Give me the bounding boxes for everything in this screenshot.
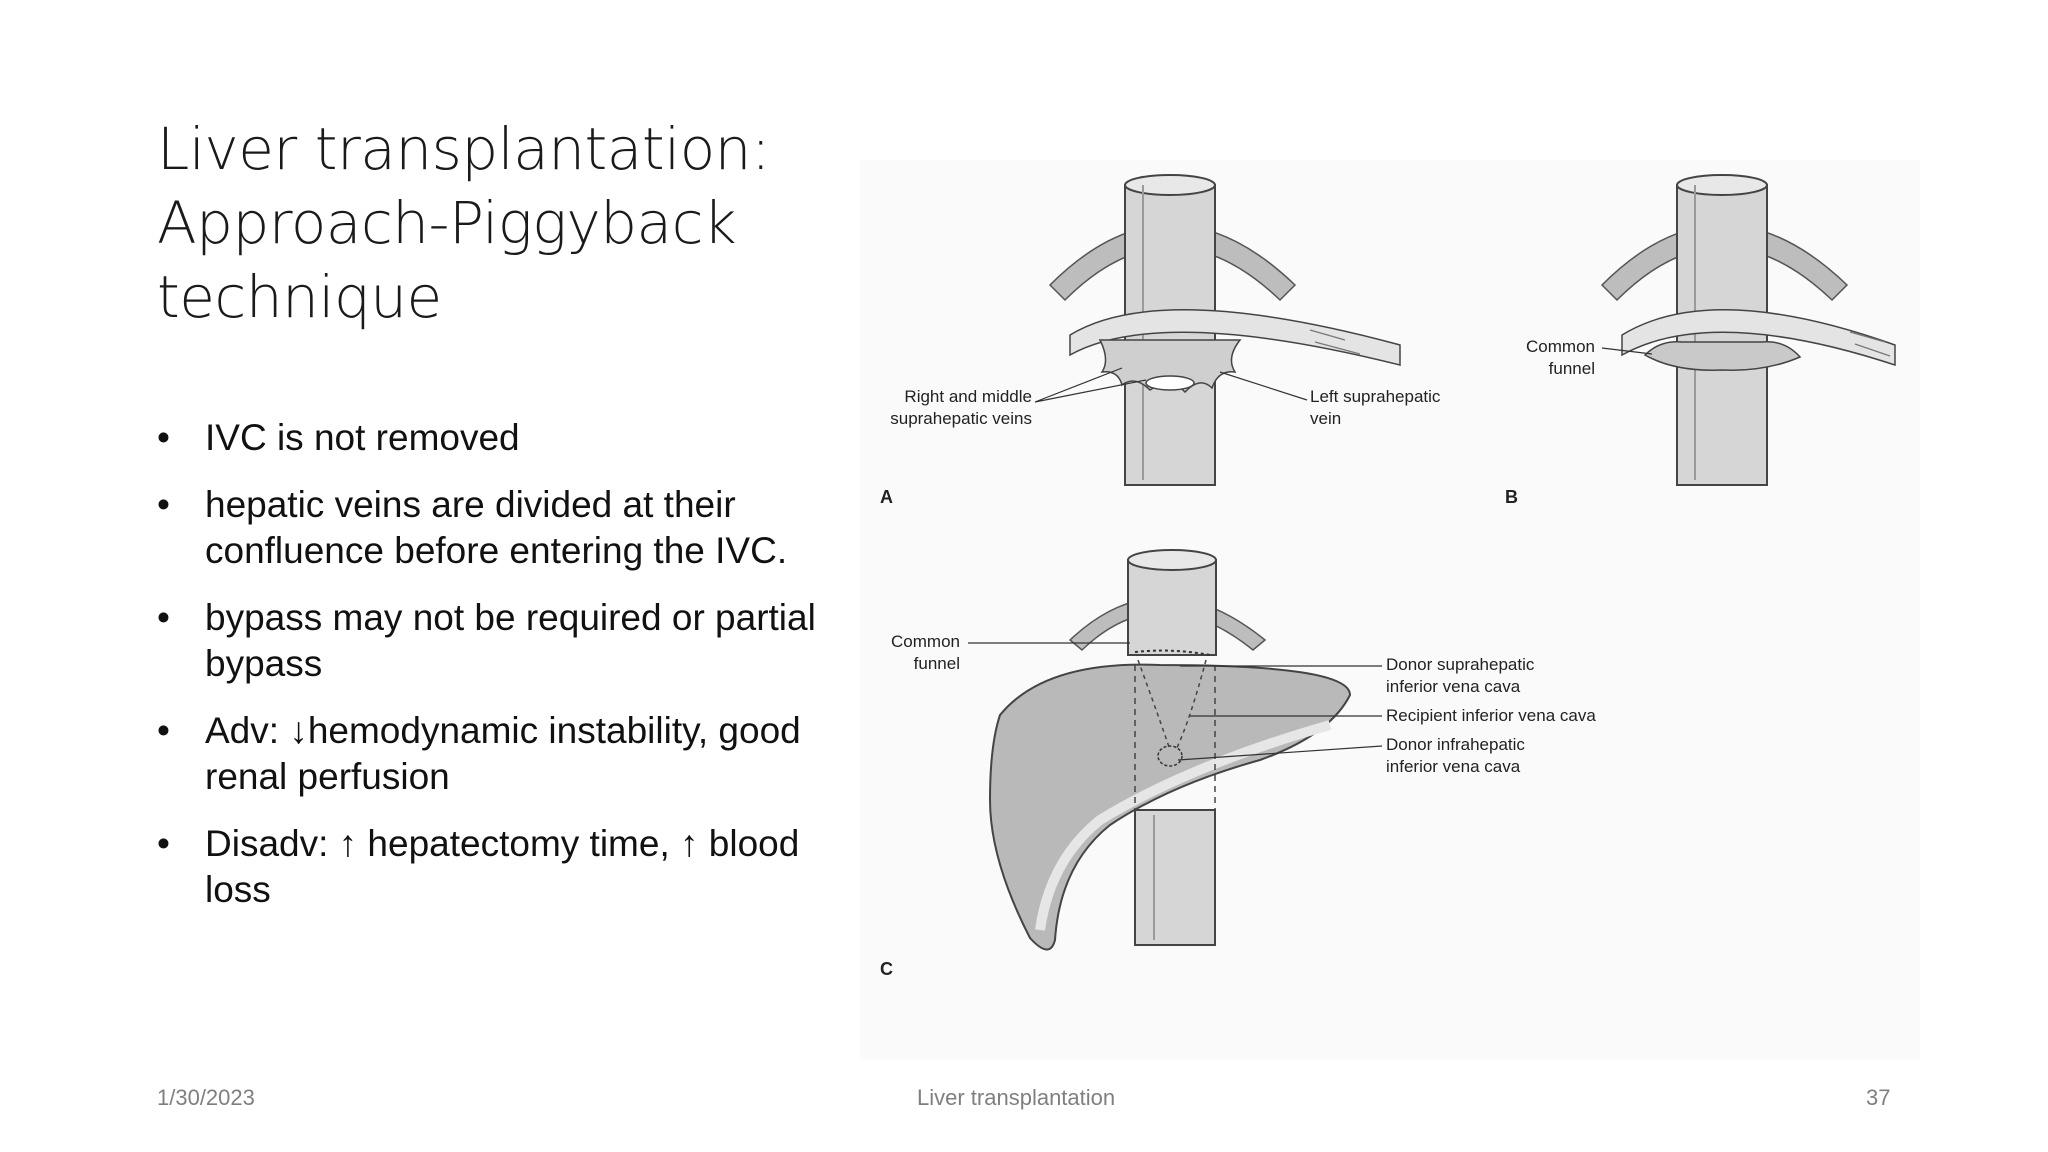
label-recipient-ivc: Recipient inferior vena cava (1386, 706, 1596, 725)
bullet-marker: • (157, 484, 170, 525)
label-donor-infrahepatic-ivc-1: Donor infrahepatic (1386, 735, 1525, 754)
label-common-funnel-c-1: Common (891, 632, 960, 651)
bullet-item: • hepatic veins are divided at their conf… (157, 482, 817, 574)
bullet-item: • Adv: ↓hemodynamic instability, good ren… (157, 708, 817, 800)
label-common-funnel-c-2: funnel (914, 654, 960, 673)
panel-b-letter: B (1505, 487, 1518, 507)
panel-b-drawing (1600, 174, 1896, 486)
label-common-funnel-b-2: funnel (1549, 359, 1595, 378)
bullet-text: hepatic veins are divided at their confl… (205, 484, 788, 571)
bullet-text: bypass may not be required or partial by… (205, 597, 816, 684)
label-left-suprahepatic-2: vein (1310, 409, 1341, 428)
title-line: technique (157, 263, 442, 331)
piggyback-illustration: Right and middle suprahepatic veins Left… (860, 160, 1920, 1060)
panel-c-letter: C (880, 959, 893, 979)
panel-a-drawing (1034, 174, 1401, 486)
label-left-suprahepatic-1: Left suprahepatic (1310, 387, 1441, 406)
bullet-text: IVC is not removed (205, 417, 520, 458)
title-line: Approach-Piggyback (157, 189, 737, 257)
footer-title: Liver transplantation (917, 1085, 1116, 1110)
bullet-item: • bypass may not be required or partial b… (157, 595, 817, 687)
label-common-funnel-b-1: Common (1526, 337, 1595, 356)
footer-date: 1/30/2023 (157, 1085, 255, 1110)
bullet-marker: • (157, 597, 170, 638)
title-line: Liver transplantation: (157, 115, 770, 183)
slide-title: Liver transplantation: Approach-Piggybac… (157, 112, 857, 334)
bullet-marker: • (157, 417, 170, 458)
bullet-list: • IVC is not removed • hepatic veins are d… (157, 415, 817, 934)
label-donor-suprahepatic-ivc-2: inferior vena cava (1386, 677, 1521, 696)
illustration-svg: Right and middle suprahepatic veins Left… (860, 160, 1920, 1060)
bullet-item: • IVC is not removed (157, 415, 817, 461)
slide-number: 37 (1866, 1085, 1891, 1110)
bullet-marker: • (157, 710, 170, 751)
label-right-middle-veins-1: Right and middle (904, 387, 1032, 406)
label-right-middle-veins-2: suprahepatic veins (890, 409, 1032, 428)
label-donor-infrahepatic-ivc-2: inferior vena cava (1386, 757, 1521, 776)
bullet-marker: • (157, 823, 170, 864)
label-donor-suprahepatic-ivc-1: Donor suprahepatic (1386, 655, 1535, 674)
bullet-item: • Disadv: ↑ hepatectomy time, ↑ blood los… (157, 821, 817, 913)
panel-c-drawing (968, 549, 1383, 951)
bullet-text: Disadv: ↑ hepatectomy time, ↑ blood loss (205, 823, 800, 910)
bullet-text: Adv: ↓hemodynamic instability, good rena… (205, 710, 801, 797)
panel-a-letter: A (880, 487, 893, 507)
